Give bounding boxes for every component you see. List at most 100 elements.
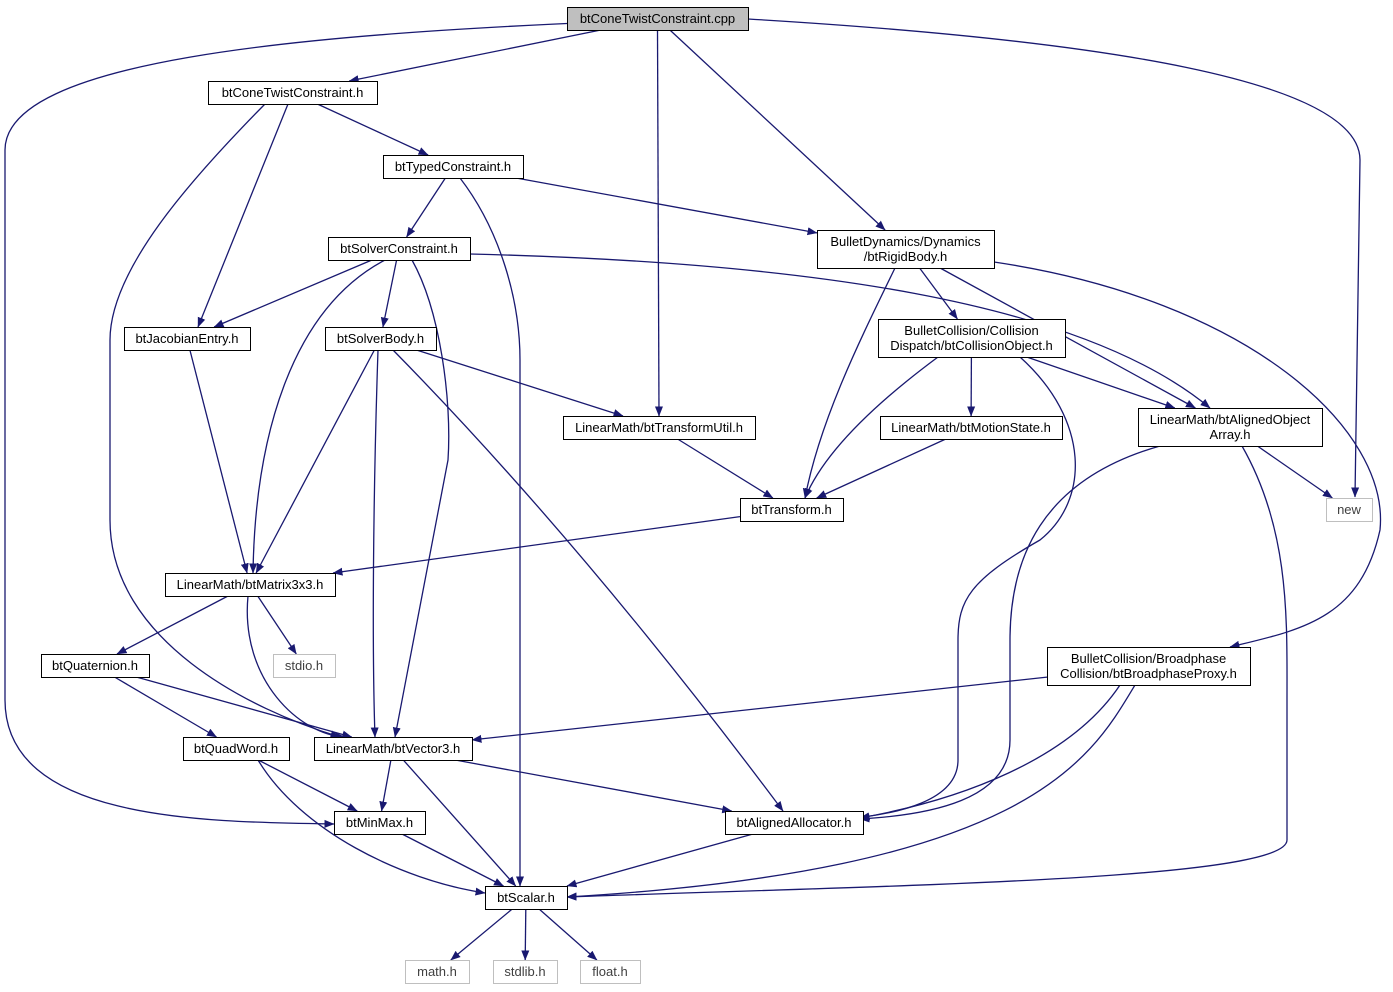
- edge-collisionobject-to-alignedarray: [1026, 356, 1176, 409]
- edge-vector3-to-scalar: [402, 759, 517, 887]
- node-label: btAlignedAllocator.h: [737, 815, 852, 830]
- node-box: [314, 737, 473, 761]
- edge-cpp-to-rigidbody: [669, 29, 886, 231]
- node-box: [485, 886, 568, 910]
- node-broadphase[interactable]: BulletCollision/BroadphaseCollision/btBr…: [1047, 647, 1251, 686]
- node-transformutil[interactable]: LinearMath/btTransformUtil.h: [563, 416, 756, 440]
- node-rigidbody[interactable]: BulletDynamics/Dynamics/btRigidBody.h: [817, 230, 995, 269]
- edge-collisionobject-to-alignedalloc: [839, 356, 1076, 823]
- edges: [4, 18, 1382, 961]
- edge-matrix3x3-to-quaternion: [116, 595, 229, 655]
- edge-alignedarray-to-new: [1257, 445, 1333, 499]
- edge-rigidbody-to-broadphase: [993, 261, 1382, 649]
- node-math: math.h: [405, 960, 470, 984]
- edge-motionstate-to-transform: [816, 438, 947, 499]
- node-box: [325, 327, 437, 351]
- node-box: [124, 327, 251, 351]
- node-solverconstraint[interactable]: btSolverConstraint.h: [328, 237, 471, 261]
- node-label: BulletCollision/Collision: [904, 323, 1038, 338]
- edge-cpp-to-new: [747, 18, 1361, 498]
- node-label: btJacobianEntry.h: [135, 331, 238, 346]
- node-label: btMinMax.h: [346, 815, 413, 830]
- edge-quaternion-to-quadword: [114, 676, 217, 738]
- edge-solverconstraint-to-matrix3x3: [249, 259, 386, 574]
- node-label: btConeTwistConstraint.h: [222, 85, 364, 100]
- node-cpp[interactable]: btConeTwistConstraint.cpp: [567, 7, 749, 31]
- node-minmax[interactable]: btMinMax.h: [334, 811, 426, 835]
- node-quadword[interactable]: btQuadWord.h: [183, 737, 290, 761]
- edge-rigidbody-to-collisionobject: [919, 267, 958, 320]
- edge-matrix3x3-to-vector3: [246, 595, 346, 741]
- node-box: [880, 416, 1063, 440]
- edge-broadphase-to-vector3: [471, 676, 1048, 743]
- node-jacobian[interactable]: btJacobianEntry.h: [124, 327, 251, 351]
- node-box: [1138, 408, 1323, 447]
- edge-transformutil-to-transform: [677, 438, 774, 499]
- edge-broadphase-to-alignedalloc: [859, 684, 1121, 821]
- edge-typed-to-rigidbody: [515, 177, 818, 236]
- node-typed[interactable]: btTypedConstraint.h: [383, 155, 524, 179]
- node-motionstate[interactable]: LinearMath/btMotionState.h: [880, 416, 1063, 440]
- node-label: LinearMath/btTransformUtil.h: [575, 420, 743, 435]
- node-box: [493, 960, 558, 984]
- node-label: stdlib.h: [504, 964, 545, 979]
- node-stdio: stdio.h: [273, 654, 336, 678]
- node-quaternion[interactable]: btQuaternion.h: [41, 654, 150, 678]
- node-label: btScalar.h: [497, 890, 555, 905]
- node-box: [41, 654, 150, 678]
- node-label: /btRigidBody.h: [864, 249, 948, 264]
- node-label: btTypedConstraint.h: [395, 159, 511, 174]
- node-float: float.h: [580, 960, 641, 984]
- edge-solverconstraint-to-alignedarray: [469, 253, 1211, 409]
- node-alignedalloc[interactable]: btAlignedAllocator.h: [725, 811, 864, 835]
- node-matrix3x3[interactable]: LinearMath/btMatrix3x3.h: [165, 573, 336, 597]
- node-label: float.h: [592, 964, 627, 979]
- node-box: [383, 155, 524, 179]
- node-label: LinearMath/btAlignedObject: [1150, 412, 1311, 427]
- edge-typed-to-solverconstraint: [406, 177, 446, 238]
- edge-solverbody-to-matrix3x3: [255, 349, 375, 574]
- node-box: [165, 573, 336, 597]
- edge-matrix3x3-to-stdio: [257, 595, 297, 655]
- node-new: new: [1326, 498, 1373, 522]
- node-box: [580, 960, 641, 984]
- node-box: [405, 960, 470, 984]
- edge-vector3-to-minmax: [379, 759, 392, 812]
- node-box: [183, 737, 290, 761]
- node-box: [328, 237, 471, 261]
- node-solverbody[interactable]: btSolverBody.h: [325, 327, 437, 351]
- node-label: btConeTwistConstraint.cpp: [580, 11, 735, 26]
- edge-transform-to-matrix3x3: [332, 515, 741, 576]
- node-label: BulletDynamics/Dynamics: [830, 234, 981, 249]
- node-label: btQuadWord.h: [194, 741, 278, 756]
- node-scalar[interactable]: btScalar.h: [485, 886, 568, 910]
- edge-rigidbody-to-transform: [802, 267, 896, 499]
- edge-jacobian-to-matrix3x3: [189, 349, 249, 574]
- node-box: [567, 7, 749, 31]
- node-conetwist_h[interactable]: btConeTwistConstraint.h: [208, 81, 378, 105]
- edge-alignedarray-to-alignedalloc: [859, 445, 1161, 823]
- node-box: [740, 498, 844, 522]
- node-label: new: [1337, 502, 1361, 517]
- node-label: btTransform.h: [751, 502, 831, 517]
- node-collisionobject[interactable]: BulletCollision/CollisionDispatch/btColl…: [878, 319, 1066, 358]
- node-box: [1047, 647, 1251, 686]
- node-box: [208, 81, 378, 105]
- node-box: [334, 811, 426, 835]
- node-label: LinearMath/btMotionState.h: [891, 420, 1051, 435]
- node-label: LinearMath/btVector3.h: [326, 741, 460, 756]
- edge-vector3-to-alignedalloc: [455, 759, 733, 814]
- node-vector3[interactable]: LinearMath/btVector3.h: [314, 737, 473, 761]
- edge-alignedalloc-to-scalar: [566, 833, 754, 888]
- edge-solverconstraint-to-jacobian: [213, 259, 373, 328]
- node-box: [273, 654, 336, 678]
- edge-cpp-to-transformutil: [654, 29, 663, 417]
- edge-quadword-to-scalar: [257, 759, 486, 896]
- node-stdlib: stdlib.h: [493, 960, 558, 984]
- node-label: LinearMath/btMatrix3x3.h: [177, 577, 324, 592]
- edge-solverbody-to-alignedalloc: [392, 349, 784, 812]
- node-transform[interactable]: btTransform.h: [740, 498, 844, 522]
- node-box: [725, 811, 864, 835]
- edge-conetwist_h-to-typed: [317, 103, 429, 156]
